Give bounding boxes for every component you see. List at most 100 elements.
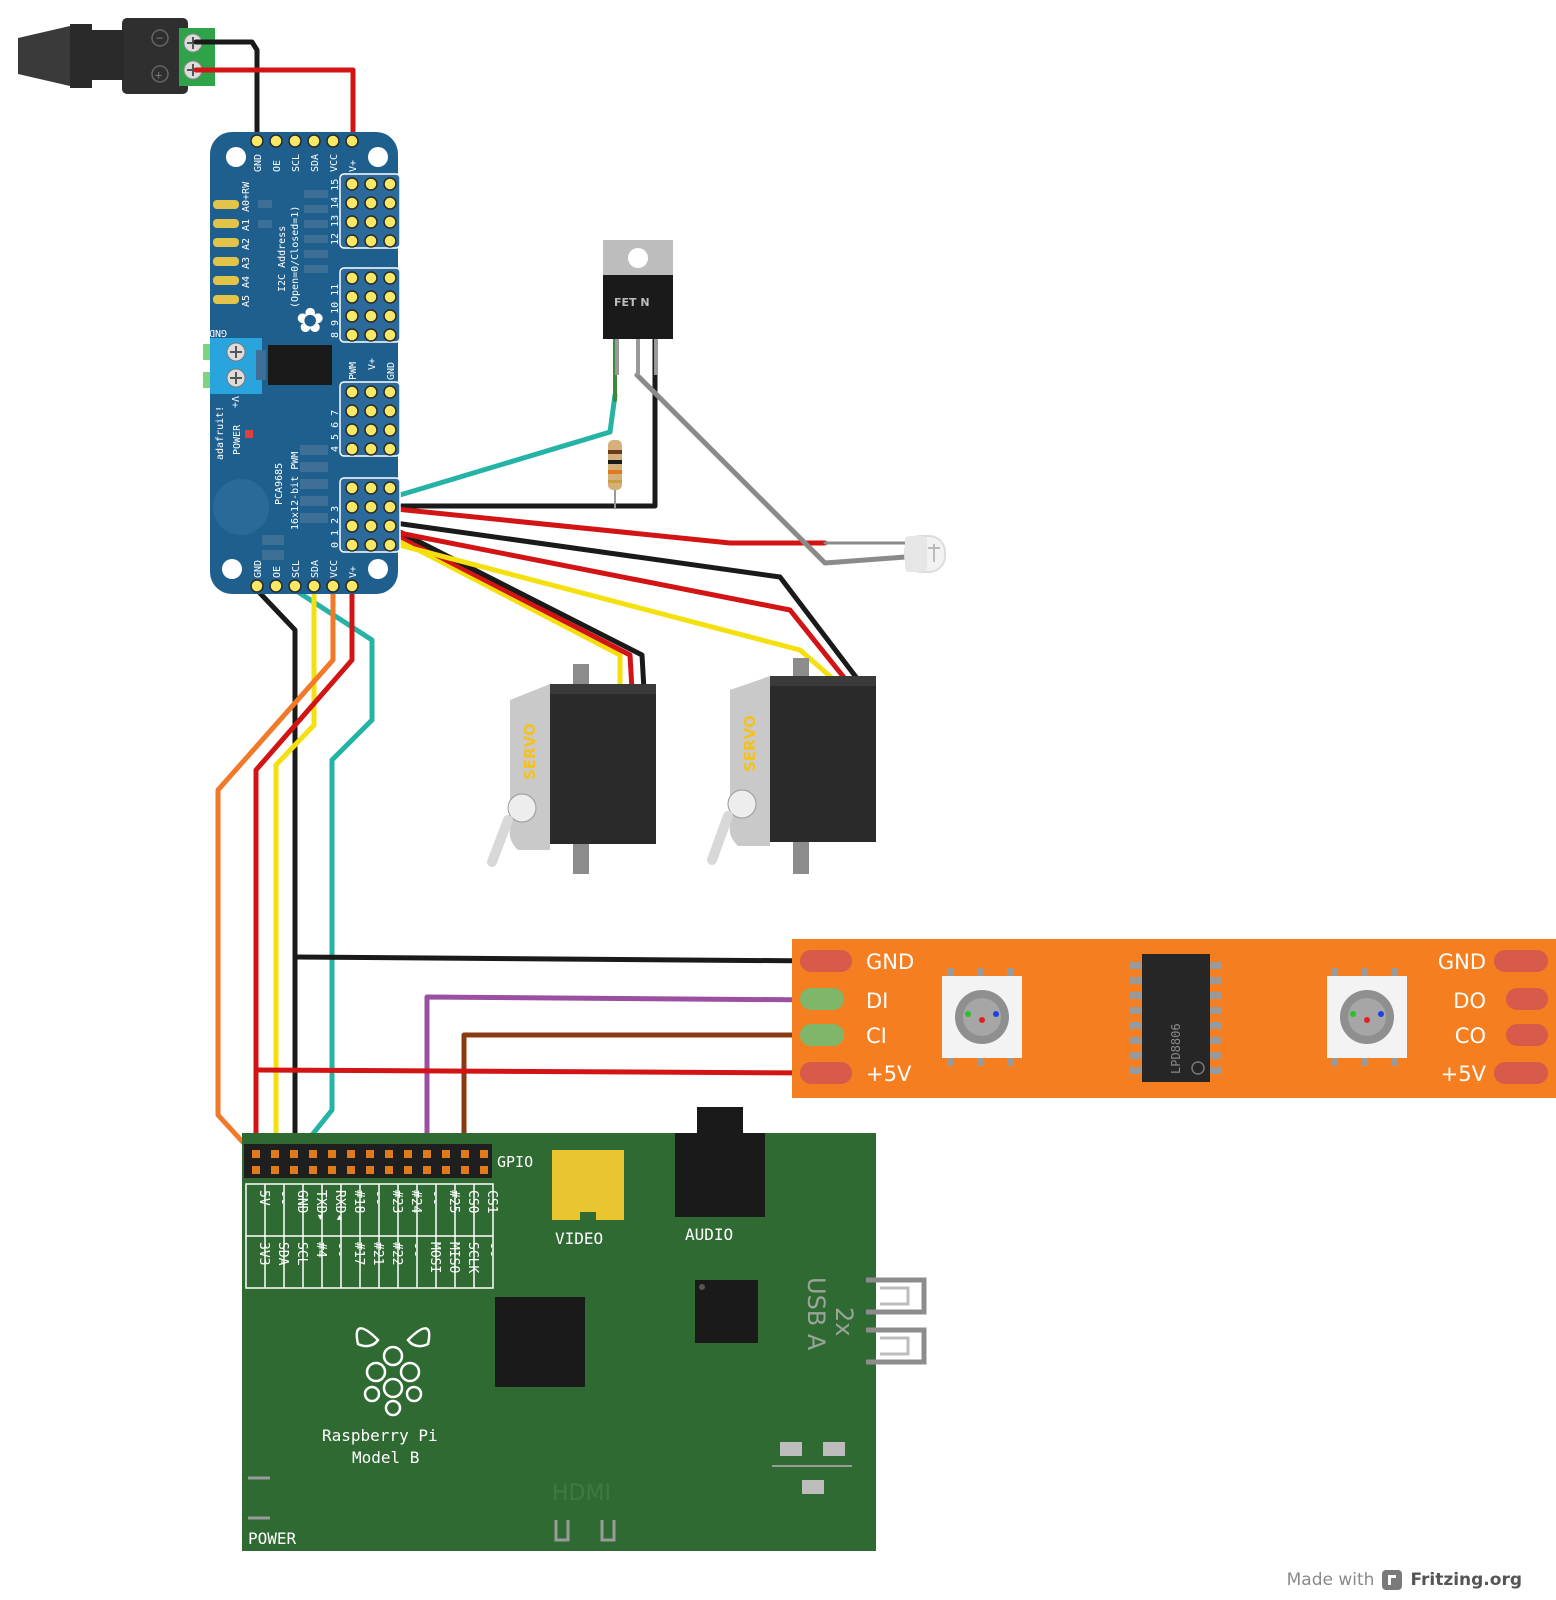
- channel-group-label: 4 5 6 7: [330, 410, 341, 452]
- gpio-pin: [309, 1150, 317, 1158]
- gpio-pin: [404, 1166, 412, 1174]
- wire-servo2-vplus: [381, 527, 853, 688]
- pwm-channel-pin: [345, 538, 359, 552]
- soc-chip: [495, 1297, 585, 1387]
- pwm-channel-pin: [383, 385, 397, 399]
- pwm-channel-pin: [364, 385, 378, 399]
- wire-gnd-pi: [254, 587, 298, 1153]
- gpio-bottom-label: MOSI: [427, 1242, 442, 1273]
- pwm-channel-headers: 12 13 14 15 8 9 10 11 4 5 6 7 0 1 2 3 PW…: [330, 173, 401, 553]
- gpio-pin: [404, 1150, 412, 1158]
- servo-1: SERVO: [487, 664, 656, 874]
- pwm-top-pin-label: SDA: [310, 154, 321, 172]
- led-strip: GND DI CI +5V GND DO CO +5V: [792, 939, 1556, 1098]
- gpio-top-label: #23: [389, 1190, 404, 1213]
- gpio-pin: [290, 1150, 298, 1158]
- gpio-top-label: CS1: [484, 1190, 499, 1213]
- pwm-channel-pin: [383, 196, 397, 210]
- chip-leg: [1130, 1037, 1142, 1044]
- svg-text:−: −: [156, 31, 163, 45]
- gpio-bottom-label: SDA: [275, 1242, 290, 1266]
- wire-vplus-pi: [253, 587, 355, 1153]
- i2c-note-label: (Open=0/Closed=1): [290, 206, 301, 308]
- gpio-pin: [290, 1166, 298, 1174]
- pwm-channel-pin: [364, 328, 378, 342]
- gpio-top-label: --: [275, 1190, 290, 1206]
- pwm-channel-pin: [383, 519, 397, 533]
- fritzing-brand-label: Fritzing.org: [1410, 1570, 1522, 1590]
- gpio-pin: [366, 1150, 374, 1158]
- strip-left-pin-label: CI: [866, 1024, 887, 1048]
- video-label: VIDEO: [555, 1229, 603, 1248]
- power-label: POWER: [248, 1529, 297, 1548]
- usb-count-label: 2x: [830, 1307, 858, 1336]
- chip-leg: [1130, 1067, 1142, 1074]
- pwm-top-pin-label: GND: [253, 154, 264, 172]
- gpio-pin: [423, 1166, 431, 1174]
- pwm-channel-pin: [383, 328, 397, 342]
- wire-sda-pi: [273, 587, 317, 1153]
- fritzing-footer: Made with Fritzing.org: [1287, 1570, 1522, 1590]
- chip-leg: [1130, 977, 1142, 984]
- wire-fet-drain: [634, 372, 908, 566]
- gpio-pin: [442, 1150, 450, 1158]
- pwm-channel-pin: [383, 423, 397, 437]
- gpio-pin: [271, 1166, 279, 1174]
- pwm-channel-pin: [345, 385, 359, 399]
- channel-group-label: 0 1 2 3: [330, 506, 341, 548]
- wires: [193, 39, 908, 1153]
- terminal-gnd-label: GND: [209, 327, 227, 338]
- addr-bit-label: A5: [241, 295, 252, 307]
- gpio-top-label: #24: [408, 1190, 423, 1214]
- gpio-pin: [347, 1166, 355, 1174]
- n-channel-fet: FET N: [603, 240, 673, 375]
- pwm-channel-pin: [345, 271, 359, 285]
- audio-jack: AUDIO: [675, 1107, 765, 1244]
- address-jumpers: A5 A4 A3 A2 A1 A0+RW I2C Address (Open=0…: [213, 181, 301, 308]
- gpio-pin: [309, 1166, 317, 1174]
- pwm-channel-pin: [364, 177, 378, 191]
- pwm-channel-pins: [345, 177, 397, 552]
- chip-name-label: PCA9685: [274, 463, 285, 505]
- pwm-channel-pin: [345, 215, 359, 229]
- lpd-chip-label: LPD8806: [1169, 1023, 1183, 1074]
- gpio-bottom-label: MISO: [446, 1242, 461, 1273]
- audio-label: AUDIO: [685, 1225, 733, 1244]
- pwm-channel-pin: [364, 519, 378, 533]
- gpio-top-label: 5V: [256, 1190, 271, 1206]
- board-title-label: 16x12-bit PWM: [290, 452, 301, 530]
- gpio-label: GPIO: [497, 1153, 533, 1171]
- pwm-channel-pin: [345, 309, 359, 323]
- power-led: [245, 430, 253, 438]
- raspberry-logo-icon: [355, 1327, 431, 1417]
- addr-bit-label: A0+RW: [241, 181, 252, 212]
- chip-leg: [1210, 1052, 1222, 1059]
- gpio-pin: [461, 1166, 469, 1174]
- wire-servo1-vplus: [381, 525, 635, 693]
- pwm-channel-pin: [364, 481, 378, 495]
- strip-right-pin-label: DO: [1453, 989, 1486, 1013]
- pwm-channel-pin: [345, 481, 359, 495]
- wire-scl-pi: [292, 587, 375, 1153]
- wire-strip-ci: [461, 1032, 823, 1153]
- chip-leg: [1210, 1037, 1222, 1044]
- gpio-pin: [423, 1150, 431, 1158]
- gpio-pin: [480, 1150, 488, 1158]
- pwm-channel-pin: [364, 234, 378, 248]
- pwm-top-pin-label: VCC: [329, 154, 340, 172]
- strip-left-pin-label: GND: [866, 950, 914, 974]
- chip-leg: [1130, 992, 1142, 999]
- pwm-channel-pin: [364, 423, 378, 437]
- pwm-channel-pin: [345, 328, 359, 342]
- lan-chip: [695, 1280, 758, 1343]
- strip-left-pin-label: DI: [866, 989, 888, 1013]
- chip-leg: [1210, 1007, 1222, 1014]
- hdmi-label: HDMI: [552, 1481, 611, 1506]
- rgb-led: [1327, 968, 1407, 1066]
- video-connector: VIDEO: [552, 1150, 624, 1248]
- gpio-top-label: --: [427, 1190, 442, 1206]
- gpio-top-label: GND: [294, 1190, 309, 1214]
- pwm-channel-pin: [364, 271, 378, 285]
